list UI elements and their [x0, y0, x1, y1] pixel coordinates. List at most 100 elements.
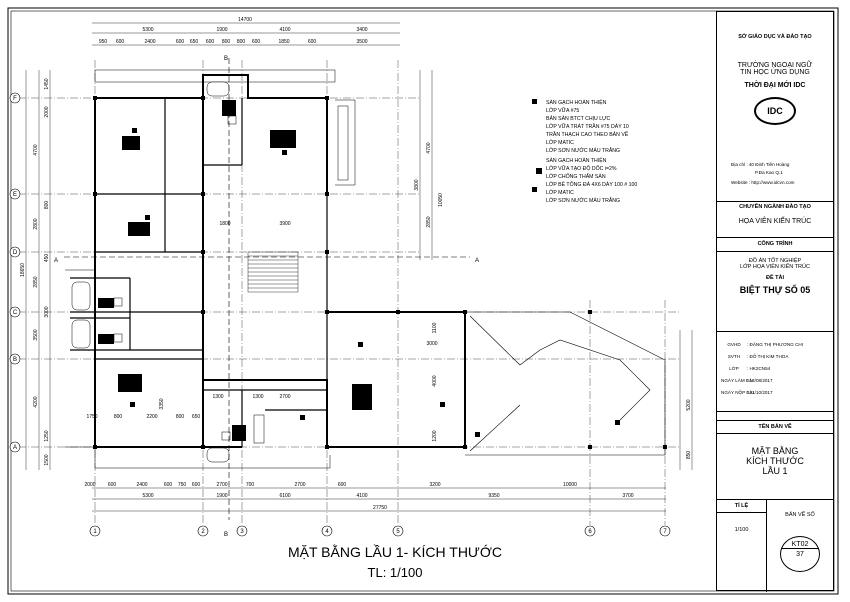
dim-text: 3200: [429, 482, 440, 488]
dim-text: 1800: [219, 221, 230, 227]
dim-text: 600: [206, 39, 215, 45]
note-line: LỚP MATIC: [546, 139, 574, 146]
dim-text: 600: [164, 482, 173, 488]
major-value: HỌA VIÊN KIẾN TRÚC: [738, 218, 812, 225]
title-block: SỞ GIÁO DỤC VÀ ĐÀO TẠO TRƯỜNG NGOẠI NGỮ …: [716, 11, 834, 592]
dept-label: SỞ GIÁO DỤC VÀ ĐÀO TẠO: [738, 34, 812, 40]
dim-text: 3700: [622, 493, 633, 499]
dim-text: 3000: [426, 341, 437, 347]
dim-text: 1200: [432, 430, 438, 441]
dim-text: 600: [176, 39, 185, 45]
dim-text: 2800: [33, 218, 39, 229]
dim-text: 5300: [142, 27, 153, 33]
sheet-code-bubble: KT02 37: [780, 536, 820, 572]
scale-value: 1/100: [734, 527, 749, 533]
dim-text: 2200: [146, 414, 157, 420]
dim-text: 3000: [44, 306, 50, 317]
info-row-ngay-nop: NGÀY NỘP BÀI: 21/10/2017: [721, 390, 773, 395]
note-line: SÀN GẠCH HOÀN THIỆN: [546, 98, 607, 106]
note-line: SÀN GẠCH HOÀN THIỆN: [546, 156, 607, 164]
topic-value: BIỆT THỰ SỐ 05: [739, 285, 811, 295]
note-line: LỚP VỮA #75: [546, 107, 579, 114]
info-row-ngay-lam: NGÀY LÀM BÀI: 14/08/2017: [721, 378, 773, 383]
project-line-1: ĐỒ ÁN TỐT NGHIỆP: [748, 258, 802, 264]
dim-text: 4700: [426, 142, 432, 153]
sheet-number: 37: [796, 551, 804, 558]
school-name-3: THỜI ĐẠI MỚI IDC: [744, 82, 806, 89]
dim-text: 1850: [278, 39, 289, 45]
dim-text: 800: [237, 39, 246, 45]
dim-total-left: 18650: [20, 263, 26, 277]
section-mark-a-right: A: [475, 258, 479, 264]
drawing-title: MẶT BẰNG LẦU 1- KÍCH THƯỚC: [288, 543, 502, 560]
sheet-name-cell: TÊN BẢN VẼ MẶT BẰNG KÍCH THƯỚC LẦU 1: [717, 420, 833, 500]
dim-text: 2850: [33, 276, 39, 287]
dim-text: 4700: [33, 144, 39, 155]
axis-label: D: [13, 250, 18, 256]
axis-label: 7: [663, 529, 667, 535]
dim-text: 800: [222, 39, 231, 45]
dim-text: 600: [116, 39, 125, 45]
dim-text: 4100: [356, 493, 367, 499]
axis-label: E: [13, 192, 17, 198]
dim-text: 1100: [432, 322, 438, 333]
note-line: LỚP SƠN NƯỚC MÀU TRẮNG: [546, 146, 620, 154]
dim-text: 700: [246, 482, 255, 488]
info-row-lop: LỚP: HK2CN54: [729, 366, 771, 371]
note-line: LỚP BÊ TÔNG ĐÁ 4X6 DÀY 100 # 100: [546, 180, 637, 188]
scale-label: TỈ LỆ: [717, 503, 766, 513]
note-line: BẢN SÀN BTCT CHỊU LỰC: [546, 115, 611, 122]
dim-text: 3500: [33, 329, 39, 340]
dim-text: 6100: [279, 493, 290, 499]
dim-text: 1900: [216, 493, 227, 499]
school-name-2: TIN HỌC ỨNG DỤNG: [740, 69, 810, 76]
dim-text: 600: [252, 39, 261, 45]
section-mark-b-bottom: B: [224, 532, 228, 538]
dim-text: 2850: [426, 216, 432, 227]
dim-text: 2400: [144, 39, 155, 45]
info-row-gvhd: GVHD: ĐẶNG THỊ PHƯƠNG CHI: [727, 342, 804, 347]
note-line: LỚP MATIC: [546, 189, 574, 196]
dim-text: 3500: [356, 39, 367, 45]
dim-text: 600: [338, 482, 347, 488]
dim-total-top: 14700: [238, 17, 252, 23]
address-1: Địa chỉ : 40 Đinh Tiên Hoàng: [731, 162, 790, 167]
idc-logo: IDC: [754, 97, 796, 125]
dim-text: 600: [308, 39, 317, 45]
dim-text: 800: [176, 414, 185, 420]
dim-text: 5300: [142, 493, 153, 499]
dim-text: 450: [44, 254, 50, 263]
axis-label: 5: [396, 529, 400, 535]
axis-label: 1: [93, 529, 97, 535]
sheet-name-3: LẦU 1: [762, 466, 788, 476]
sheet-name-2: KÍCH THƯỚC: [746, 456, 804, 466]
dim-text: 1450: [44, 78, 50, 89]
axis-label: 2: [201, 529, 205, 535]
topic-label: ĐỀ TÀI: [765, 275, 785, 281]
axis-label: C: [13, 310, 18, 316]
sheet-number-cell: TỈ LỆ 1/100 BẢN VẼ SỐ KT02 37: [717, 500, 833, 592]
sheet-name-label: TÊN BẢN VẼ: [717, 424, 833, 434]
sheet-border: [7, 7, 839, 595]
dim-text: 1900: [216, 27, 227, 33]
dim-text: 600: [192, 482, 201, 488]
dim-text: 3800: [414, 179, 420, 190]
axis-label: 4: [325, 529, 329, 535]
dim-text: 950: [99, 39, 108, 45]
drawing-scale: TL: 1/100: [368, 565, 423, 580]
project-label: CÔNG TRÌNH: [717, 241, 833, 252]
dim-text: 600: [108, 482, 117, 488]
major-cell: CHUYÊN NGÀNH ĐÀO TẠO HỌA VIÊN KIẾN TRÚC: [717, 202, 833, 238]
dim-text: 4200: [33, 396, 39, 407]
dim-text: 800: [114, 414, 123, 420]
dim-text: 3400: [356, 27, 367, 33]
dim-text: 4000: [432, 375, 438, 386]
section-mark-b-top: B: [224, 56, 228, 62]
info-cell: GVHD: ĐẶNG THỊ PHƯƠNG CHI SVTH: ĐỖ THỊ K…: [717, 332, 833, 412]
dim-text: 5200: [686, 399, 692, 410]
dim-text: 750: [178, 482, 187, 488]
note-line: LỚP VỮA TẠO ĐỘ DỐC i=2%: [546, 165, 617, 172]
school-cell: SỞ GIÁO DỤC VÀ ĐÀO TẠO TRƯỜNG NGOẠI NGỮ …: [717, 12, 833, 202]
major-label: CHUYÊN NGÀNH ĐÀO TẠO: [739, 204, 811, 210]
